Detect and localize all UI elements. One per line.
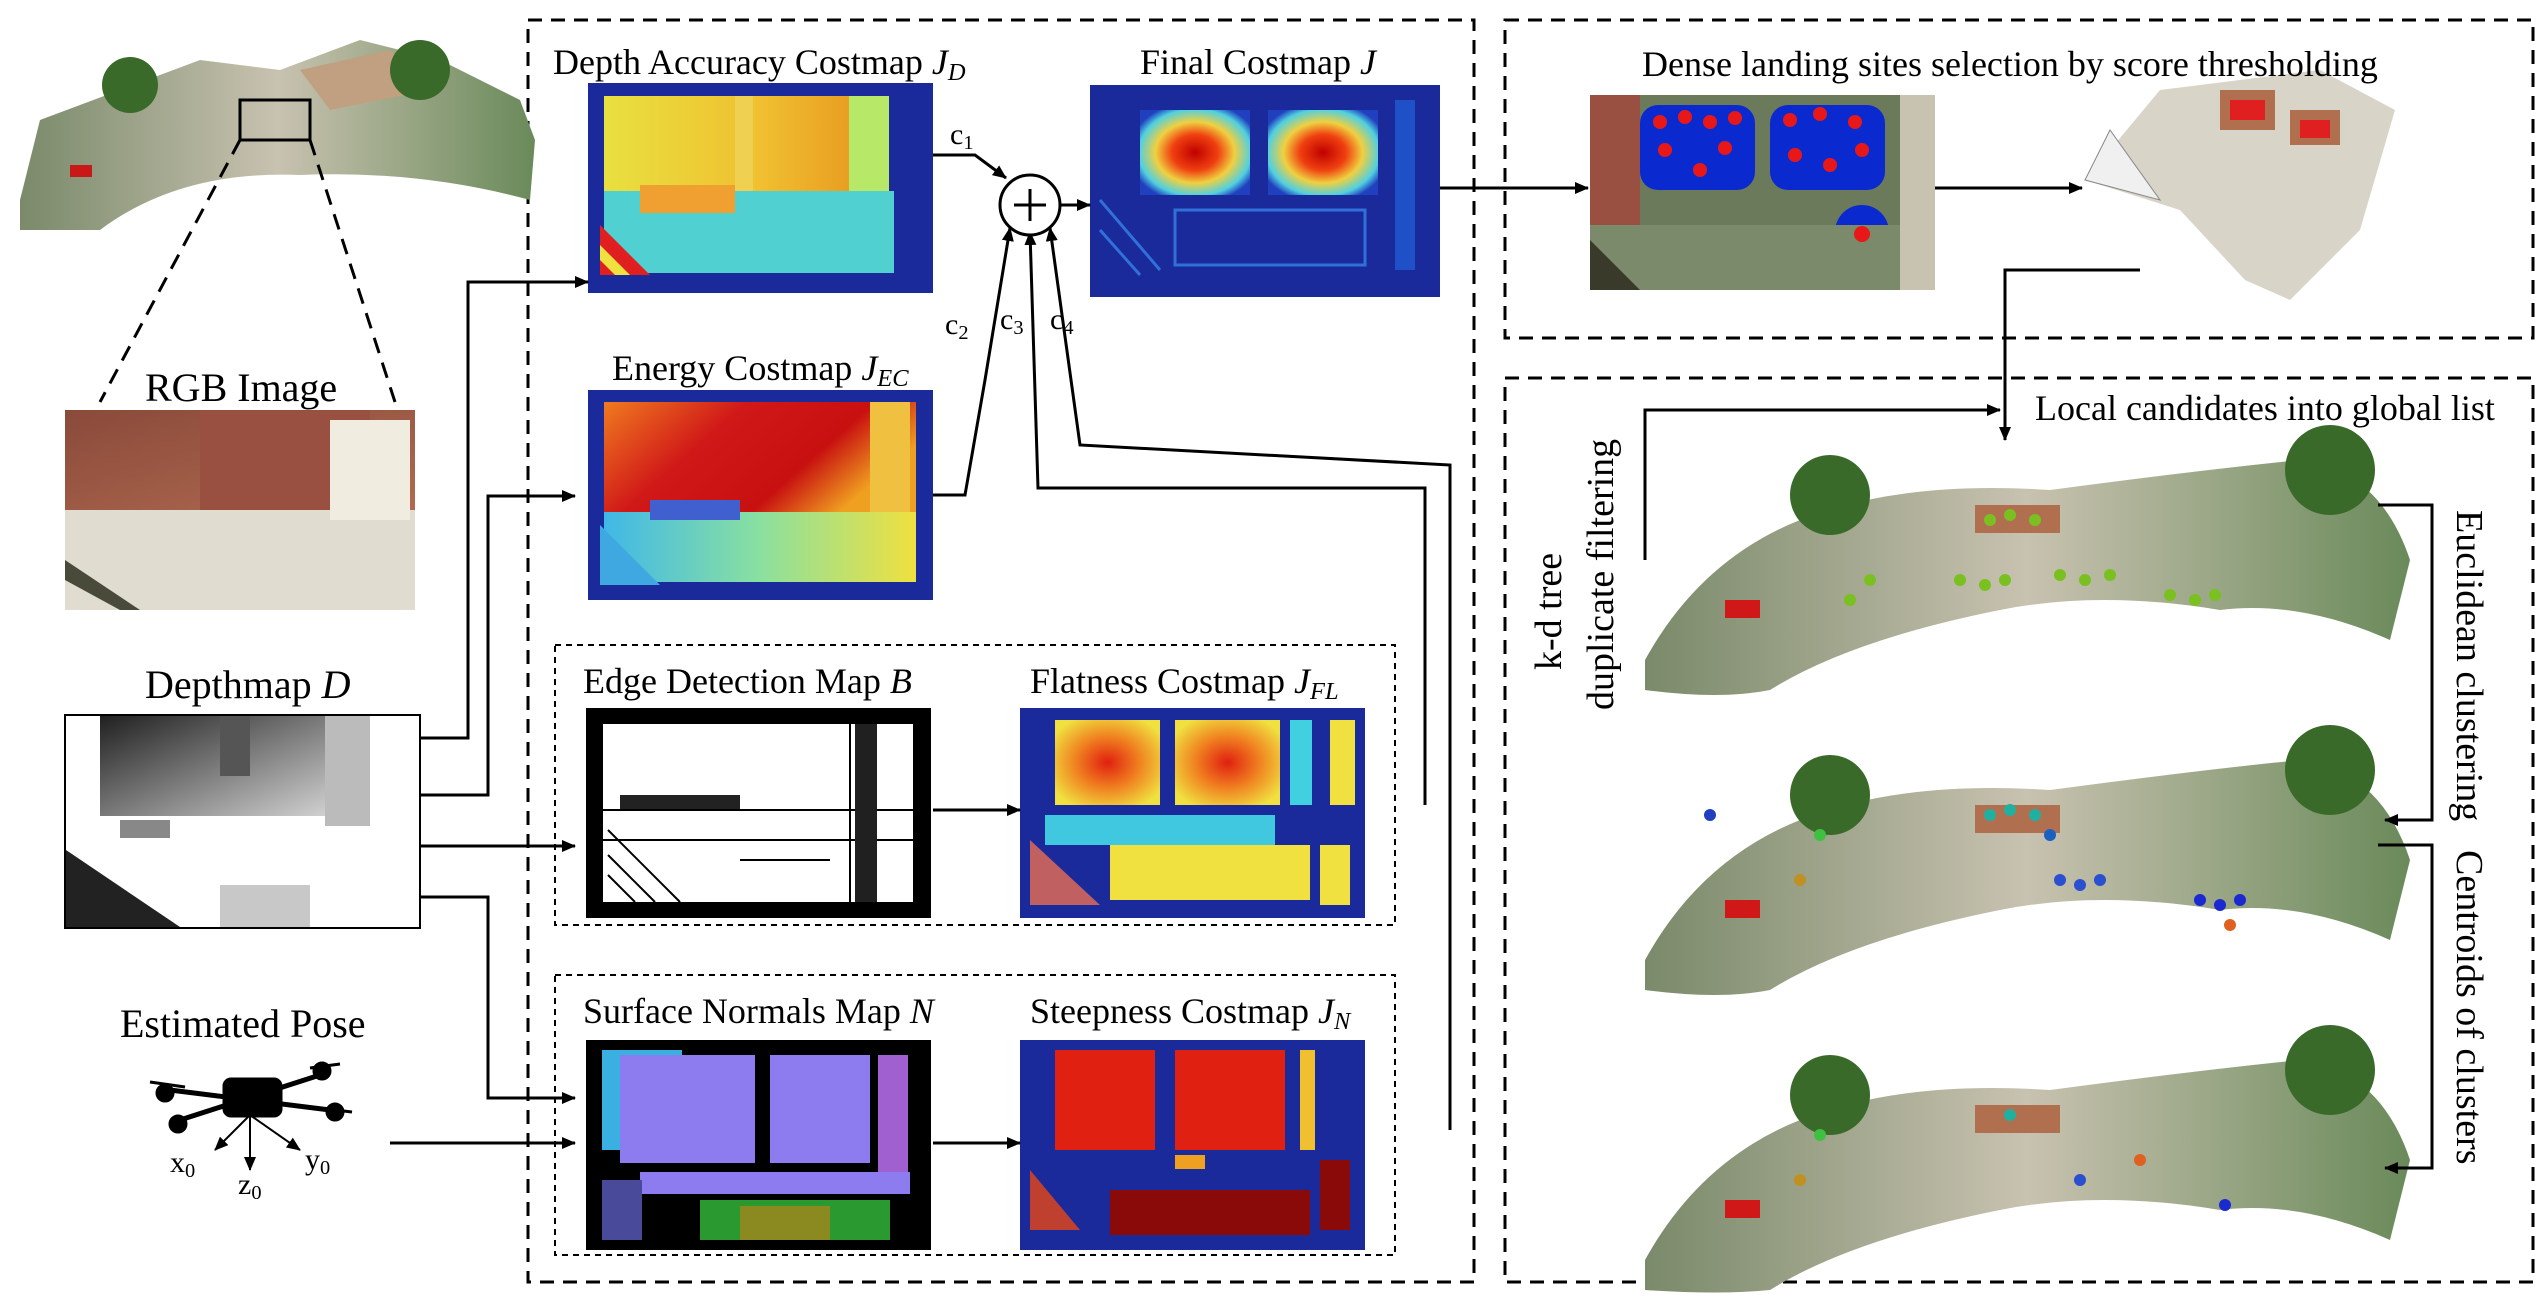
weight-c1-base: c: [950, 118, 964, 151]
edge-detection-symbol: B: [889, 661, 912, 701]
euclidean-clustering-label: Euclidean clustering: [2448, 510, 2490, 822]
flatness-costmap-sub: FL: [1310, 678, 1339, 706]
flatness-costmap-symbol: J: [1294, 661, 1310, 701]
final-costmap-text: Final Costmap: [1140, 42, 1352, 82]
steepness-costmap-symbol: J: [1317, 991, 1334, 1031]
edge-detection-label: Edge Detection Map B: [583, 663, 912, 699]
steepness-costmap-label: Steepness Costmap JN: [1030, 993, 1350, 1035]
weight-c1-sub: 1: [963, 132, 974, 155]
axis-y-sub: 0: [320, 1157, 331, 1180]
final-costmap: [1090, 85, 1440, 297]
frame-flatness: [554, 644, 1396, 926]
pose-axes: [214, 1114, 301, 1171]
weight-c2-base: c: [945, 308, 959, 341]
weight-c4-sub: 4: [1063, 317, 1074, 340]
sum-node: [998, 173, 1062, 237]
steepness-costmap: [1020, 1040, 1365, 1250]
steepness-costmap-text: Steepness Costmap: [1030, 991, 1309, 1031]
frame-global-list: [1503, 376, 2535, 1284]
depth-accuracy-label: Depth Accuracy Costmap JD: [553, 44, 966, 86]
energy-costmap: [588, 390, 933, 600]
weight-c4: c4: [1050, 305, 1074, 339]
axis-z-text: z: [238, 1168, 252, 1201]
final-costmap-symbol: J: [1360, 42, 1376, 82]
drone-icon: [149, 1061, 353, 1134]
rgb-image-thumb: [65, 410, 415, 610]
local-to-global-label: Local candidates into global list: [2035, 388, 2495, 428]
rgb-image-label: RGB Image: [145, 365, 338, 410]
final-costmap-label: Final Costmap J: [1140, 44, 1376, 80]
energy-costmap-text: Energy Costmap: [612, 348, 853, 388]
axis-z-label: z0: [238, 1170, 262, 1204]
cluster-points: [1704, 804, 2246, 931]
weight-c1: c1: [950, 120, 974, 154]
depth-accuracy-symbol: J: [931, 42, 948, 82]
flatness-costmap-label: Flatness Costmap JFL: [1030, 663, 1339, 705]
centroids-label: Centroids of clusters: [2448, 850, 2490, 1165]
depthmap-thumb: [64, 714, 421, 929]
scene-point-cloud: [20, 40, 535, 230]
steepness-costmap-sub: N: [1333, 1008, 1351, 1036]
edge-detection-text: Edge Detection Map: [583, 661, 881, 701]
axis-y-label: y0: [305, 1145, 330, 1179]
zoom-lines: [98, 139, 397, 403]
frame-steepness: [554, 974, 1396, 1256]
global-cloud-3d: [2084, 70, 2395, 300]
frame-costmaps: [526, 18, 1476, 1284]
axis-x-sub: 0: [185, 1160, 196, 1183]
weight-c3-sub: 3: [1013, 317, 1024, 340]
cloud-filtering: [1645, 425, 2410, 695]
connectors: [390, 153, 2434, 1174]
axis-x-text: x: [170, 1146, 185, 1179]
energy-costmap-label: Energy Costmap JEC: [612, 350, 909, 392]
weight-c3-base: c: [1000, 303, 1014, 336]
surface-normals-text: Surface Normals Map: [583, 991, 901, 1031]
landing-site-dots: [1653, 107, 1870, 242]
weight-c2-sub: 2: [958, 322, 969, 345]
estimated-pose-label: Estimated Pose: [120, 1001, 366, 1046]
axis-z-sub: 0: [251, 1182, 262, 1205]
axis-y-text: y: [305, 1143, 320, 1176]
surface-normals-label: Surface Normals Map N: [583, 993, 934, 1029]
axis-x-label: x0: [170, 1148, 195, 1182]
flatness-costmap-text: Flatness Costmap: [1030, 661, 1286, 701]
frame-dense-selection: [1503, 18, 2535, 340]
duplicate-filtering-label: duplicate filtering: [1580, 438, 1622, 710]
depthmap-symbol: D: [321, 662, 351, 707]
dense-selection-label: Dense landing sites selection by score t…: [1642, 44, 2378, 84]
weight-c2: c2: [945, 310, 969, 344]
kd-tree-label: k-d tree: [1528, 552, 1570, 670]
cloud-centroids: [1645, 1025, 2410, 1293]
weight-c3: c3: [1000, 305, 1024, 339]
energy-costmap-sub: EC: [877, 365, 909, 393]
cloud-clustering: [1645, 725, 2410, 995]
depth-accuracy-costmap: [588, 83, 933, 293]
edge-detection-map: [586, 708, 931, 918]
surface-normals-map: [586, 1040, 931, 1250]
depth-accuracy-text: Depth Accuracy Costmap: [553, 42, 923, 82]
depthmap-label: Depthmap D: [145, 665, 351, 705]
candidate-points-green: [1844, 509, 2221, 606]
landing-sites-image: [1590, 95, 1935, 290]
weight-c4-base: c: [1050, 303, 1064, 336]
energy-costmap-symbol: J: [861, 348, 878, 388]
depth-accuracy-sub: D: [947, 59, 966, 87]
centroid-points: [1794, 1109, 2231, 1211]
depthmap-text: Depthmap: [145, 662, 312, 707]
flatness-costmap: [1020, 708, 1365, 918]
surface-normals-symbol: N: [909, 991, 934, 1031]
